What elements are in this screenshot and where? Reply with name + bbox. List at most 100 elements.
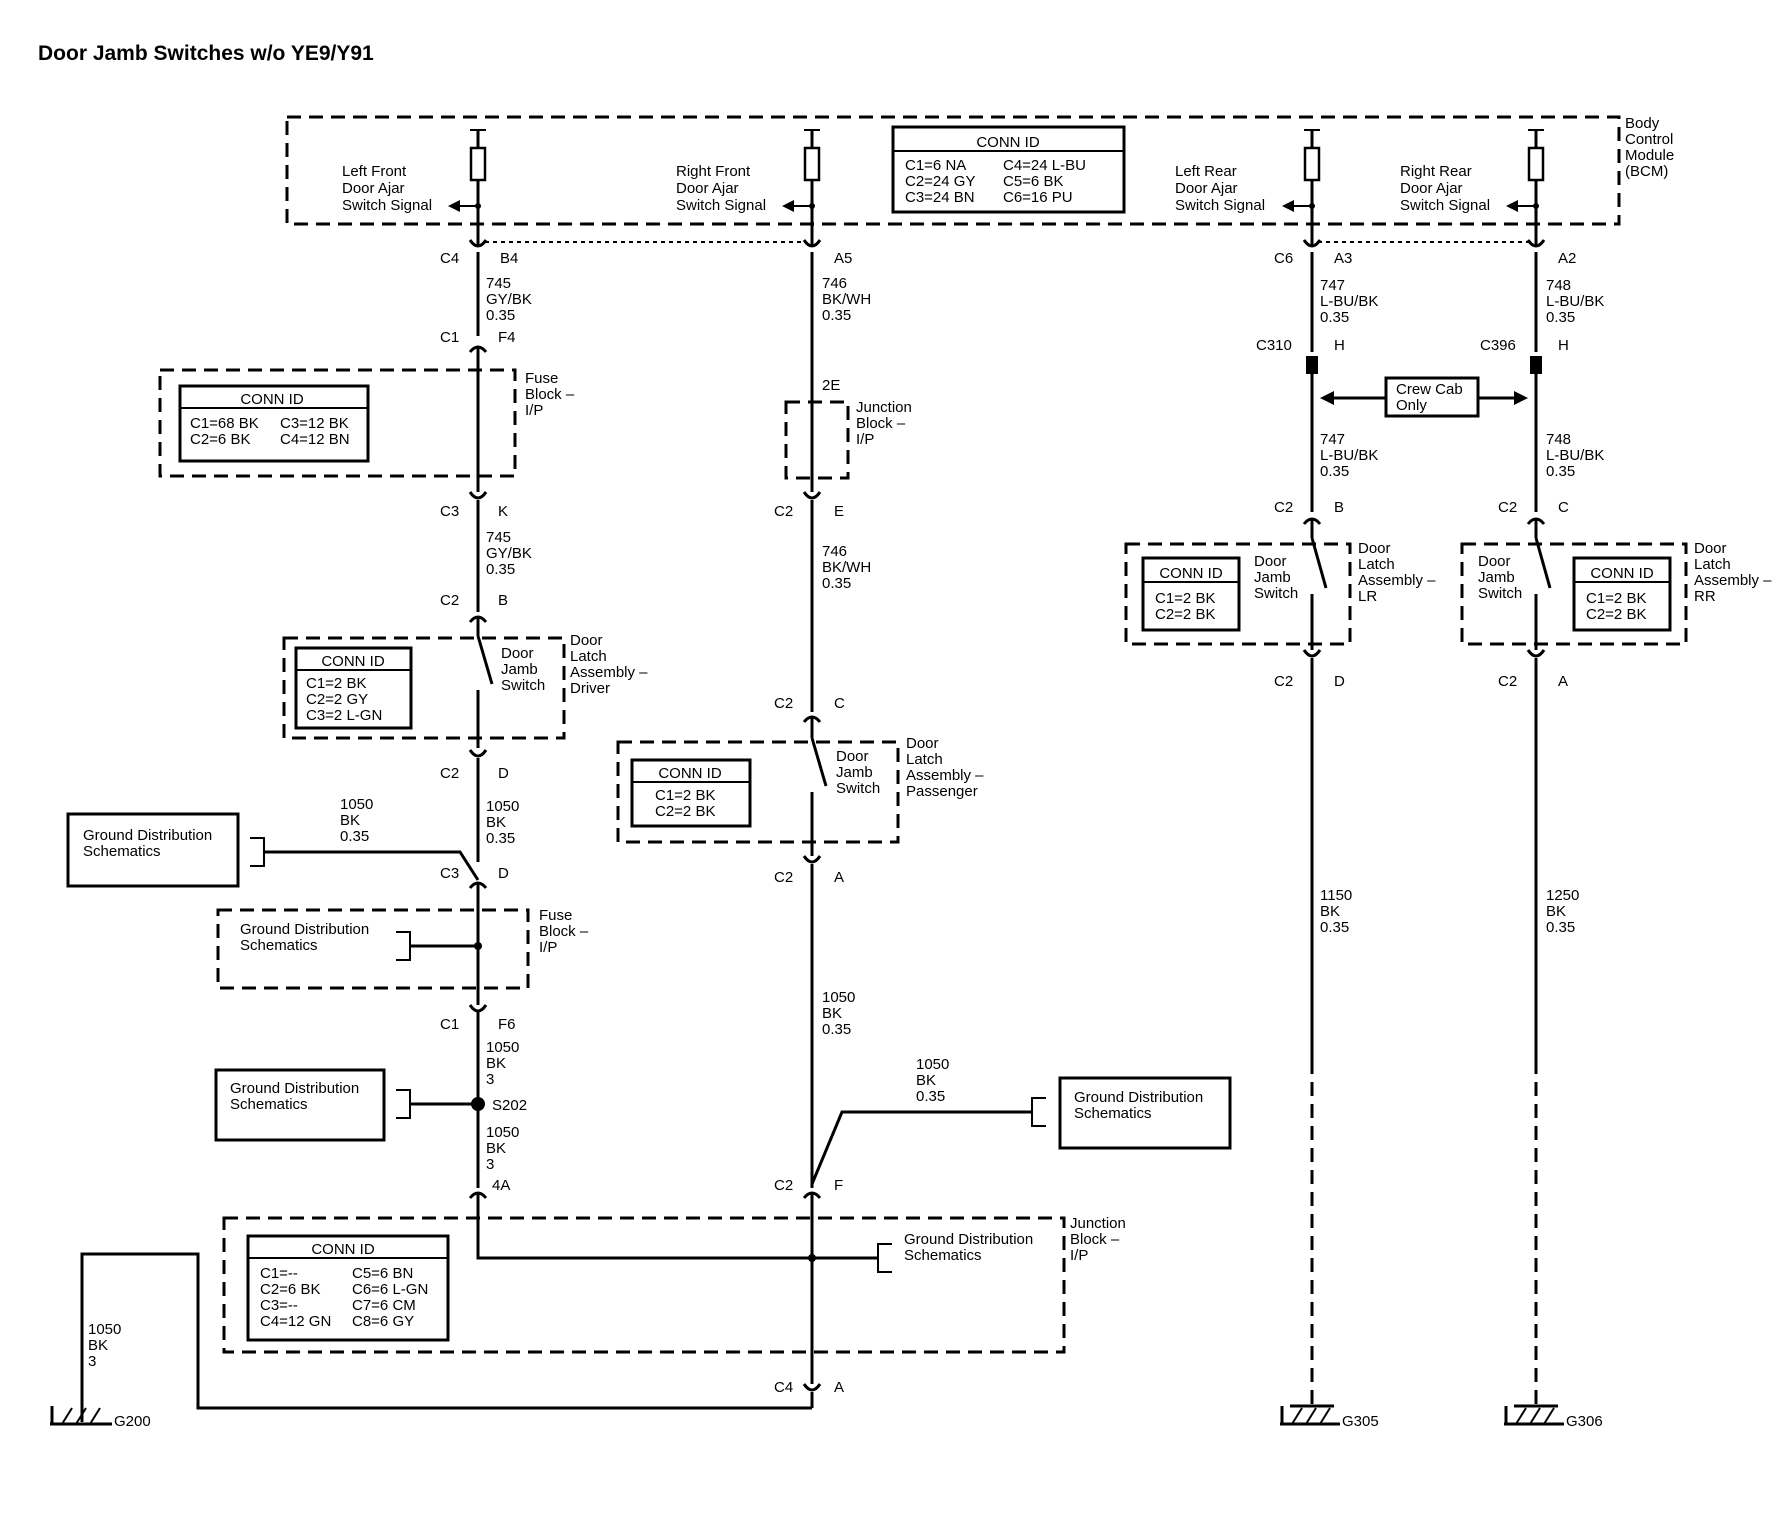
svg-text:B: B xyxy=(1334,499,1344,516)
svg-text:4A: 4A xyxy=(492,1177,510,1194)
svg-text:B4: B4 xyxy=(500,250,518,267)
ground-g306: G306 xyxy=(1504,1404,1603,1430)
svg-text:F: F xyxy=(834,1177,843,1194)
svg-text:G305: G305 xyxy=(1342,1413,1379,1430)
svg-text:CONN ID: CONN ID xyxy=(1590,565,1654,582)
svg-text:C2: C2 xyxy=(440,592,459,609)
svg-text:D: D xyxy=(1334,673,1345,690)
svg-text:C2: C2 xyxy=(1498,673,1517,690)
svg-text:A: A xyxy=(834,869,844,886)
svg-text:S202: S202 xyxy=(492,1097,527,1114)
svg-text:A5: A5 xyxy=(834,250,852,267)
svg-text:C2: C2 xyxy=(774,695,793,712)
svg-text:C4: C4 xyxy=(774,1379,793,1396)
svg-text:C2: C2 xyxy=(774,869,793,886)
svg-text:H: H xyxy=(1334,337,1345,354)
svg-text:A: A xyxy=(1558,673,1568,690)
svg-text:C2: C2 xyxy=(774,503,793,520)
svg-text:C3: C3 xyxy=(440,865,459,882)
svg-text:CONN ID: CONN ID xyxy=(658,765,722,782)
svg-text:G306: G306 xyxy=(1566,1413,1603,1430)
svg-text:C: C xyxy=(834,695,845,712)
svg-text:C310: C310 xyxy=(1256,337,1292,354)
svg-text:H: H xyxy=(1558,337,1569,354)
svg-text:CONN ID: CONN ID xyxy=(321,653,385,670)
svg-text:G200: G200 xyxy=(114,1413,151,1430)
svg-text:A2: A2 xyxy=(1558,250,1576,267)
svg-text:K: K xyxy=(498,503,508,520)
svg-text:C396: C396 xyxy=(1480,337,1516,354)
svg-text:CONN ID: CONN ID xyxy=(240,391,304,408)
svg-text:C3: C3 xyxy=(440,503,459,520)
svg-text:2E: 2E xyxy=(822,377,840,394)
svg-text:C1: C1 xyxy=(440,1016,459,1033)
ground-g305: G305 xyxy=(1280,1404,1379,1430)
svg-text:A: A xyxy=(834,1379,844,1396)
svg-text:C1: C1 xyxy=(440,329,459,346)
bcm-label: Body Control Module (BCM) xyxy=(1625,115,1678,180)
diagram-title: Door Jamb Switches w/o YE9/Y91 xyxy=(38,42,374,65)
svg-text:A3: A3 xyxy=(1334,250,1352,267)
svg-text:E: E xyxy=(834,503,844,520)
svg-text:C2: C2 xyxy=(774,1177,793,1194)
svg-text:CONN ID: CONN ID xyxy=(1159,565,1223,582)
svg-text:D: D xyxy=(498,865,509,882)
svg-text:C2: C2 xyxy=(1274,673,1293,690)
svg-text:D: D xyxy=(498,765,509,782)
